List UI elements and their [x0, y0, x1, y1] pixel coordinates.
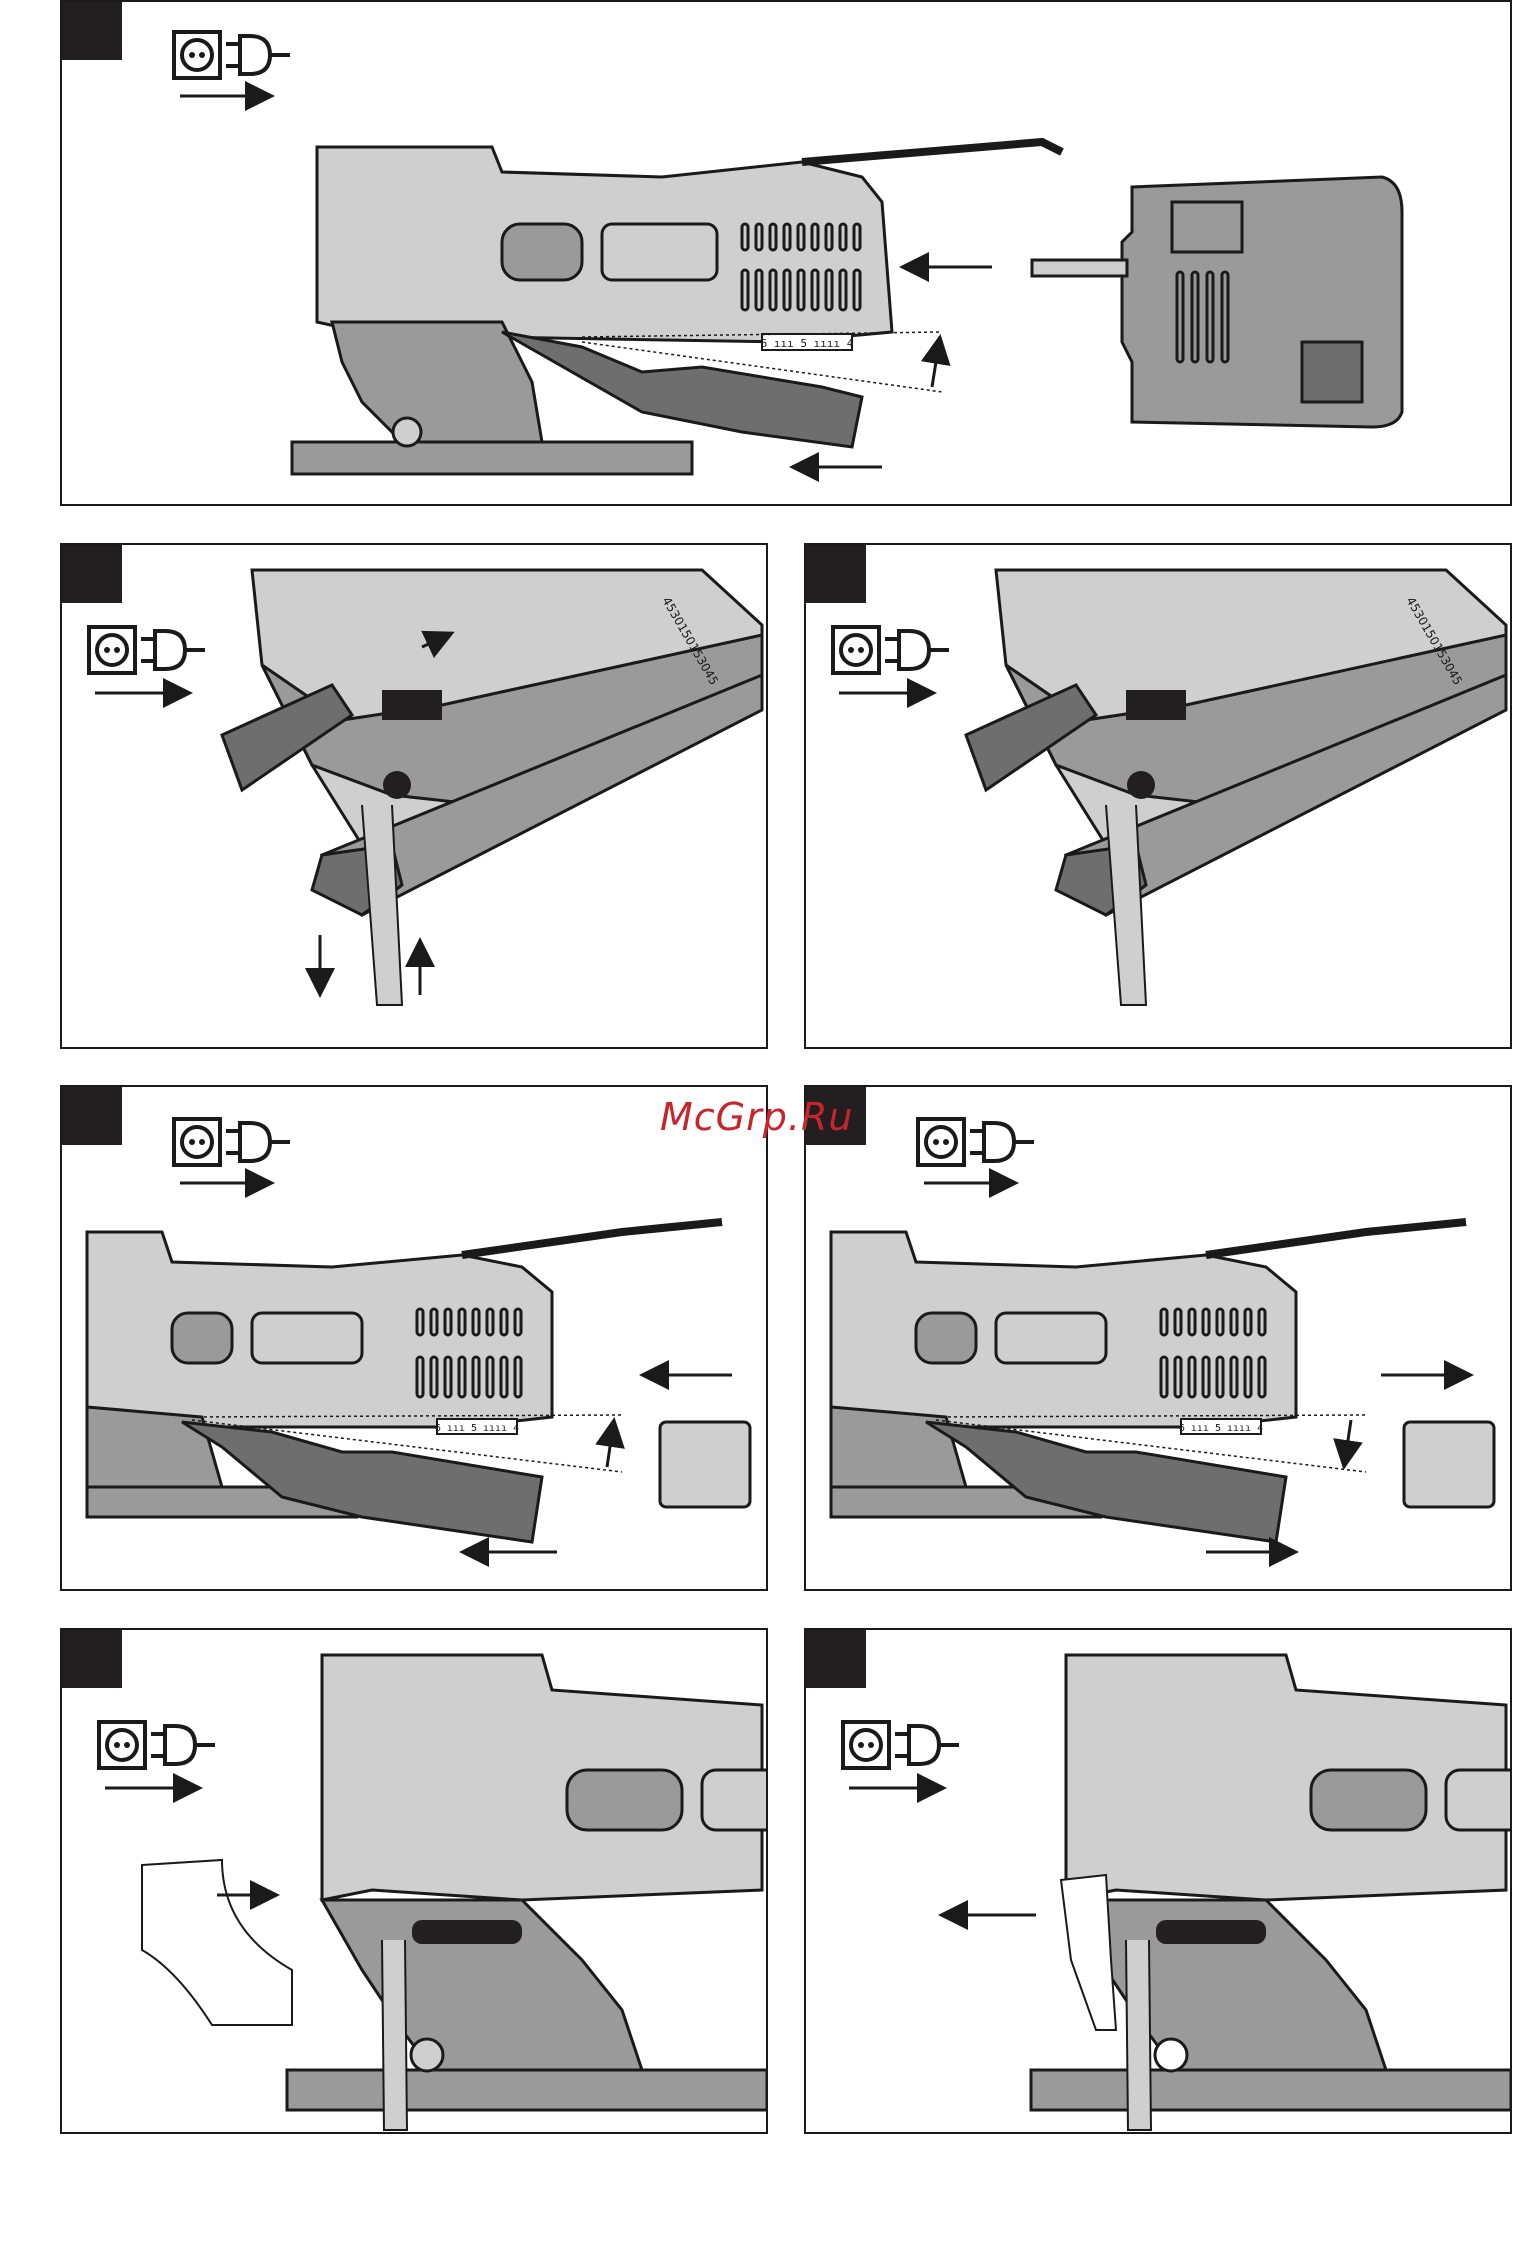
- grip-pad: [252, 1313, 362, 1363]
- panel-1-illustration: 6 ııı 5 ıııı 4: [62, 2, 1512, 506]
- power-cord: [802, 142, 1062, 162]
- arrow-icon: [932, 337, 940, 387]
- panel-3: 4530150153045: [804, 543, 1512, 1049]
- dust-adapter: [926, 1422, 1286, 1542]
- connector-rod: [1032, 260, 1127, 276]
- switch: [567, 1770, 682, 1830]
- splinter-guard: [1061, 1875, 1116, 2030]
- jigsaw-foot: [332, 322, 542, 442]
- panel-4-illustration: 6 ııı 5 ıııı 4: [62, 1087, 768, 1591]
- panel-5-illustration: 6 ııı 5 ıııı 4: [806, 1087, 1512, 1591]
- panel-2: 4530150153045: [60, 543, 768, 1049]
- power-cord: [462, 1222, 722, 1255]
- power-cord: [1206, 1222, 1466, 1255]
- switch: [502, 224, 582, 280]
- switch: [172, 1313, 232, 1363]
- socket-plug-icon: [89, 627, 205, 673]
- socket-plug-icon: [99, 1722, 215, 1768]
- grip-pad: [1446, 1770, 1512, 1830]
- base-plate: [1031, 2070, 1511, 2110]
- panel-7-illustration: [806, 1630, 1512, 2134]
- roller: [411, 2039, 443, 2071]
- panel-4: 6 ııı 5 ıııı 4: [60, 1085, 768, 1591]
- switch: [916, 1313, 976, 1363]
- panel-3-illustration: 4530150153045: [806, 545, 1512, 1049]
- jigsaw-body: [1066, 1655, 1506, 1900]
- socket-plug-icon: [843, 1722, 959, 1768]
- grip-pad: [996, 1313, 1106, 1363]
- roller: [393, 418, 421, 446]
- label-plate-text: 6 ııı 5 ıııı 4: [761, 337, 854, 350]
- switch: [1311, 1770, 1426, 1830]
- dust-adapter: [182, 1422, 542, 1542]
- label-plate-text: 6 ııı 5 ıııı 4: [1179, 1423, 1263, 1434]
- arrow-icon: [607, 1420, 614, 1467]
- jigsaw-foot: [831, 1407, 966, 1487]
- jigsaw-body: [322, 1655, 762, 1900]
- grip-pad: [702, 1770, 768, 1830]
- base-plate: [292, 442, 692, 474]
- base-plate: [287, 2070, 767, 2110]
- socket-plug-icon: [174, 1119, 290, 1165]
- workpiece-cutout: [142, 1860, 292, 2025]
- roller: [1155, 2039, 1187, 2071]
- panel-5: 6 ııı 5 ıııı 4: [804, 1085, 1512, 1591]
- panel-6-illustration: [62, 1630, 768, 2134]
- panel-2-illustration: 4530150153045: [62, 545, 768, 1049]
- grip-pad: [602, 224, 717, 280]
- panel-6: [60, 1628, 768, 2134]
- saw-blade: [1126, 1940, 1151, 2130]
- socket-plug-icon: [918, 1119, 1034, 1165]
- adapter-block: [660, 1422, 750, 1507]
- label-plate-text: 6 ııı 5 ıııı 4: [435, 1423, 519, 1434]
- socket-plug-icon: [174, 32, 290, 78]
- socket-plug-icon: [833, 627, 949, 673]
- panel-7: [804, 1628, 1512, 2134]
- saw-blade: [382, 1940, 407, 2130]
- adapter-block: [1404, 1422, 1494, 1507]
- watermark: McGrp.Ru: [660, 1095, 853, 1139]
- arrow-icon: [1344, 1420, 1351, 1467]
- jigsaw-foot: [87, 1407, 222, 1487]
- panel-1: 6 ııı 5 ıııı 4: [60, 0, 1512, 506]
